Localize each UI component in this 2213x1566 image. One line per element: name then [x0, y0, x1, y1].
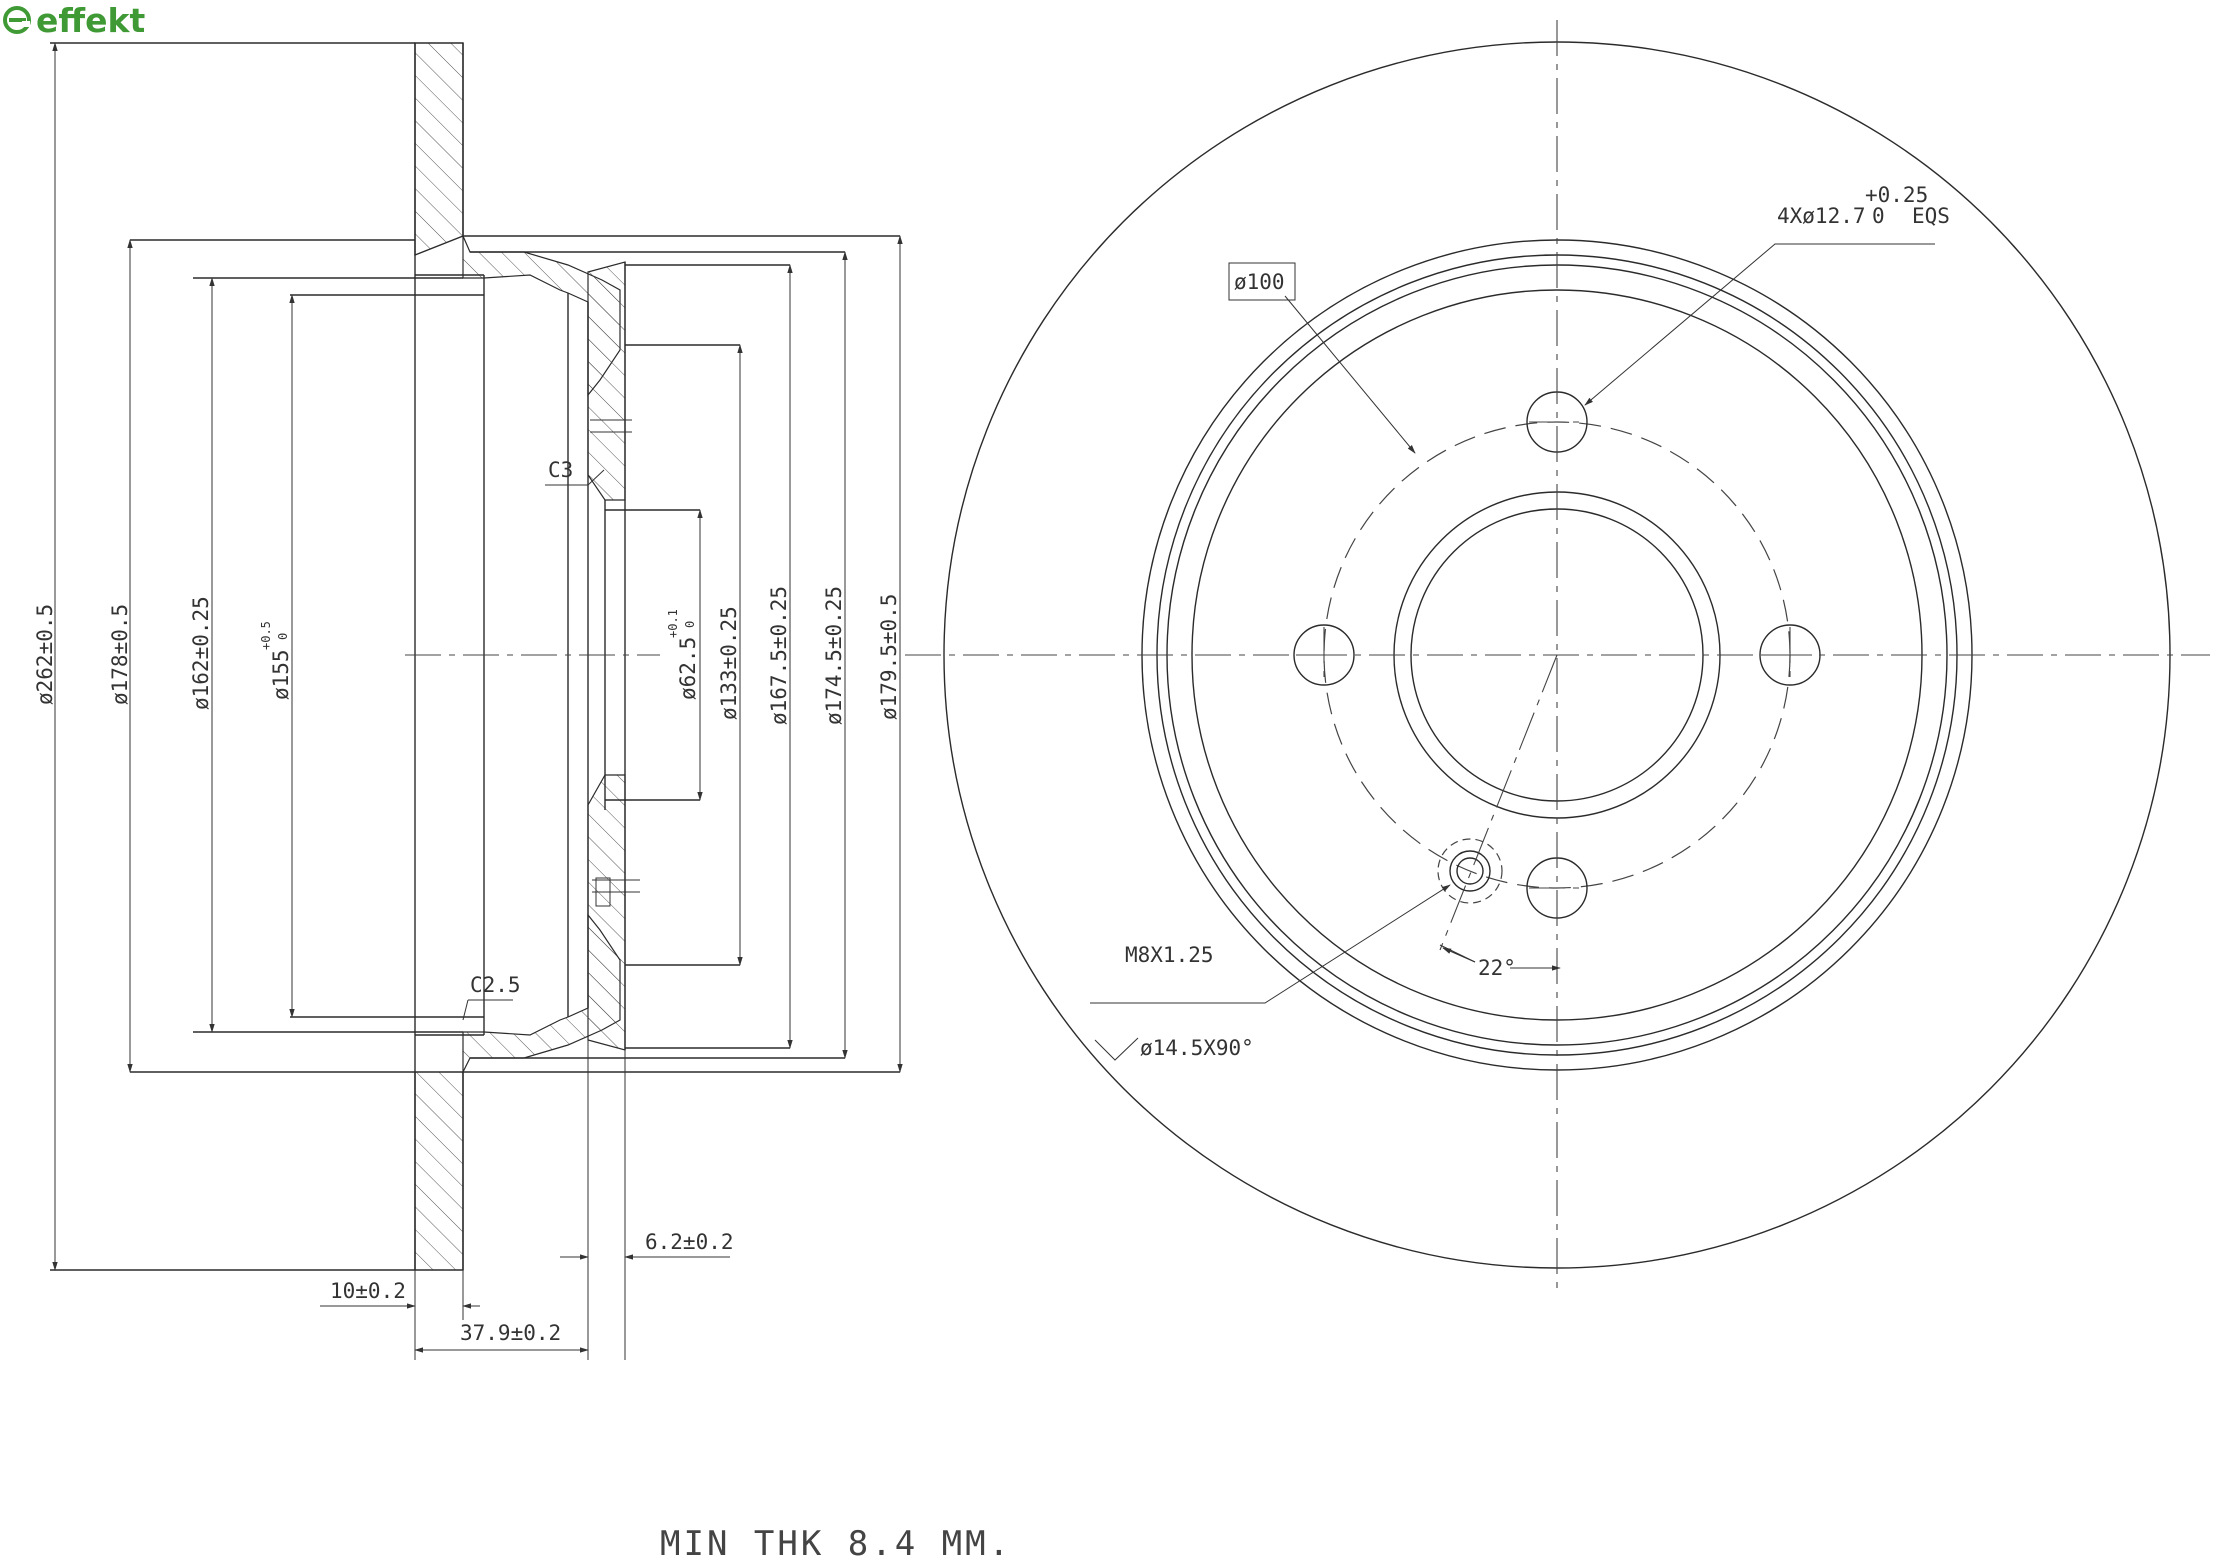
threaded-hole-outer: [1437, 838, 1503, 904]
label-bolt-holes-tol-upper: +0.25: [1865, 183, 1928, 207]
dim-d162: ø162±0.25: [189, 596, 213, 710]
label-thread: M8X1.25: [1125, 943, 1214, 967]
dim-d262: ø262±0.5: [33, 604, 57, 705]
chamfer-c3: C3: [548, 458, 573, 482]
front-view: [905, 20, 2210, 1290]
dim-d174-5: ø174.5±0.25: [822, 586, 846, 725]
section-view: [50, 42, 900, 1271]
dim-thickness-6-2: 6.2±0.2: [645, 1230, 734, 1254]
dim-d62-5: ø62.5: [676, 637, 700, 700]
effekt-logo: effekt: [2, 0, 145, 40]
label-bolt-holes-tol-lower: 0: [1872, 204, 1885, 228]
threaded-hole-inner: [1456, 857, 1484, 885]
label-bolt-holes-suffix: EQS: [1912, 204, 1950, 228]
dim-d155-tol-upper: +0.5: [259, 621, 273, 650]
dim-d179-5: ø179.5±0.5: [877, 594, 901, 720]
label-countersink: ø14.5X90°: [1140, 1036, 1254, 1060]
threaded-hole-mid: [1449, 850, 1491, 892]
dim-d62-5-tol-upper: +0.1: [666, 609, 680, 638]
section-hat-bottom: [462, 913, 621, 1073]
label-bolt-holes: 4Xø12.7: [1777, 204, 1866, 228]
section-rotor-ring: [414, 42, 464, 257]
dim-thickness-37-9: 37.9±0.2: [460, 1321, 561, 1345]
dim-d178: ø178±0.5: [108, 604, 132, 705]
brand-name: effekt: [36, 0, 146, 40]
bolt-hole-left: [1293, 624, 1355, 686]
min-thickness-note: MIN THK 8.4 MM.: [660, 1524, 1012, 1564]
effekt-e-logo-icon: [3, 6, 31, 34]
section-dimensions: [52, 42, 903, 1360]
label-pcd: ø100: [1234, 270, 1285, 294]
dim-d155: ø155: [269, 649, 293, 700]
label-angle: 22°: [1478, 956, 1516, 980]
section-hat-flange-top: [587, 261, 626, 501]
section-rotor-ring-lower: [414, 1071, 464, 1271]
chamfer-c2-5: C2.5: [470, 973, 521, 997]
dim-d167-5: ø167.5±0.25: [767, 586, 791, 725]
dim-d133: ø133±0.25: [717, 606, 741, 720]
section-labels: ø262±0.5 ø178±0.5 ø162±0.25 ø155 +0.5 0 …: [33, 458, 901, 1345]
dim-d62-5-tol-lower: 0: [683, 621, 697, 628]
dim-thickness-10: 10±0.2: [330, 1279, 406, 1303]
dim-d155-tol-lower: 0: [276, 633, 290, 640]
front-labels: ø100 4Xø12.7 +0.25 0 EQS M8X1.25 22° ø14…: [1125, 183, 1950, 1060]
